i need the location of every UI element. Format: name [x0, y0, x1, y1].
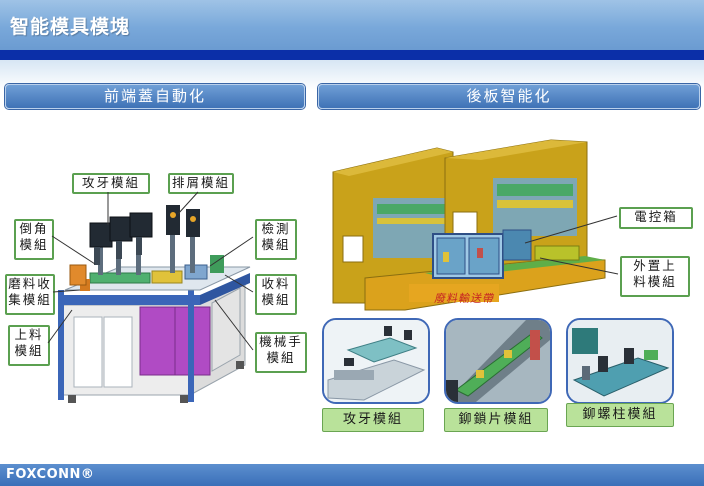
front-cover-machine-illustration [58, 205, 251, 403]
photo-tap-module [322, 318, 430, 404]
callout-robot-module: 機械手 模組 [255, 332, 307, 373]
title-bar: 智能模具模塊 [0, 0, 704, 50]
title-underline-band [0, 50, 704, 60]
callout-tap-module: 攻牙模組 [72, 173, 150, 194]
photo-rivet-stud-module [566, 318, 674, 404]
callout-external-feed-module: 外置上 料模組 [620, 256, 690, 297]
callout-chip-module: 排屑模組 [168, 173, 234, 194]
footer-bar: FOXCONN® [0, 464, 704, 486]
back-plate-machine-illustration [332, 139, 606, 311]
callout-abrasive-collect-module: 磨料收 集模組 [5, 274, 55, 315]
callout-chamfer-module: 倒角 模組 [14, 219, 54, 260]
callout-inspection-module: 檢測 模組 [255, 219, 297, 260]
slide-title: 智能模具模塊 [10, 16, 131, 38]
photo-label-tap-module: 攻牙模組 [322, 408, 424, 432]
callout-loading-module: 上料 模組 [8, 325, 50, 366]
callout-control-box: 電控箱 [619, 207, 693, 229]
photo-label-rivet-piece-module: 鉚鎖片模組 [444, 408, 548, 432]
left-section-header: 前端蓋自動化 [5, 84, 305, 109]
photo-label-rivet-stud-module: 鉚螺柱模組 [566, 403, 674, 427]
callout-receive-module: 收料 模組 [255, 274, 297, 315]
right-section-header: 後板智能化 [318, 84, 700, 109]
foxconn-logo: FOXCONN® [6, 467, 95, 482]
photo-rivet-piece-module [444, 318, 552, 404]
